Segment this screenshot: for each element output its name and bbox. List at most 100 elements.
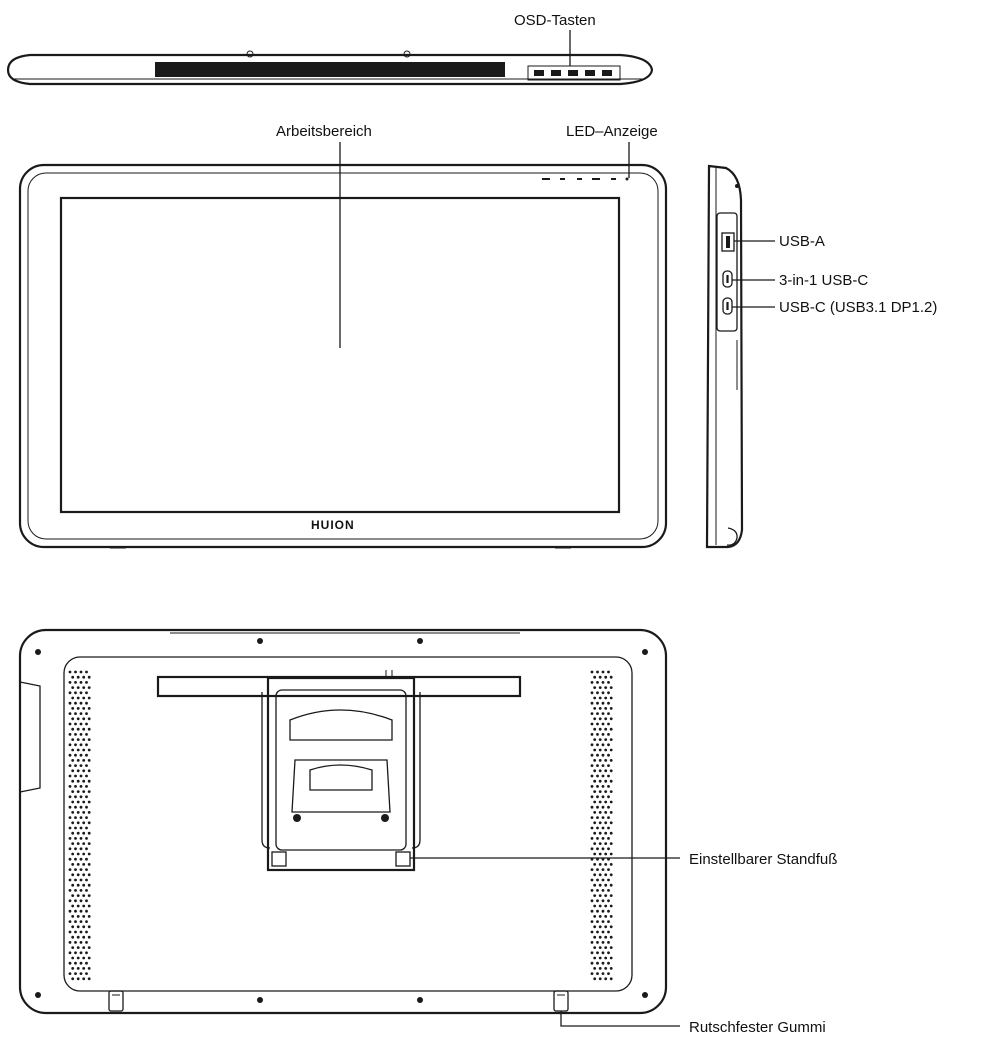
vent-hole: [593, 759, 597, 762]
vent-hole: [593, 873, 597, 877]
label-usb-c-3in1: 3-in-1 USB-C: [779, 272, 868, 289]
vent-hole: [71, 811, 75, 814]
vent-hole: [590, 681, 594, 684]
vent-hole: [607, 909, 610, 913]
vent-hole: [76, 894, 80, 897]
vent-hole: [82, 935, 86, 939]
vent-hole: [593, 800, 597, 804]
vent-hole: [593, 967, 597, 970]
vent-hole: [68, 826, 72, 830]
vent-hole: [596, 930, 599, 934]
vent-hole: [601, 795, 605, 799]
vent-hole: [85, 753, 88, 757]
vent-hole: [593, 686, 597, 689]
vent-hole: [76, 769, 80, 773]
vent-hole: [601, 805, 605, 809]
vent-hole: [596, 816, 599, 819]
side-view: USB-A 3-in-1 USB-C USB-C (USB3.1 DP1.2): [705, 164, 937, 549]
vent-hole: [79, 733, 83, 736]
vent-hole: [74, 930, 77, 934]
vent-hole: [596, 722, 599, 726]
vent-hole: [590, 753, 594, 757]
vent-hole: [598, 779, 602, 783]
vent-hole: [596, 691, 599, 695]
vent-hole: [85, 764, 88, 767]
vent-hole: [87, 863, 91, 866]
vent-hole: [87, 883, 91, 887]
vent-hole: [79, 691, 83, 695]
vent-hole: [71, 707, 75, 710]
vent-hole: [68, 868, 72, 871]
vent-hole: [590, 785, 594, 788]
vent-hole: [596, 951, 599, 955]
vent-hole: [596, 920, 599, 923]
label-rubber-feet: Rutschfester Gummi: [689, 1019, 826, 1036]
vent-hole: [68, 857, 72, 861]
vent-hole: [609, 707, 613, 710]
vent-hole: [79, 857, 83, 861]
vent-hole: [596, 909, 599, 913]
vent-hole: [79, 722, 83, 726]
vent-hole: [604, 873, 608, 877]
vent-hole: [604, 717, 608, 721]
vent-hole: [590, 826, 594, 830]
vent-hole: [593, 956, 597, 960]
vent-hole: [609, 883, 613, 887]
vent-hole: [87, 779, 91, 783]
vent-hole: [76, 852, 80, 856]
vent-hole: [82, 925, 86, 929]
vent-hole: [82, 759, 86, 762]
vent-hole: [79, 899, 83, 903]
vent-hole: [604, 707, 608, 710]
vent-hole: [71, 925, 75, 929]
vent-hole: [74, 868, 77, 871]
vent-hole: [68, 961, 72, 965]
vent-hole: [85, 743, 88, 747]
vent-hole: [87, 946, 91, 949]
vent-hole: [593, 915, 597, 918]
vent-hole: [607, 889, 610, 892]
vent-hole: [601, 743, 605, 747]
vent-hole: [598, 800, 602, 804]
vent-hole: [68, 733, 72, 736]
vent-hole: [82, 852, 86, 856]
vent-hole: [590, 722, 594, 726]
vent-hole: [79, 878, 83, 882]
vent-hole: [85, 722, 88, 726]
vent-hole: [74, 681, 77, 684]
vent-hole: [604, 686, 608, 689]
vent-hole: [596, 941, 599, 944]
vent-hole: [87, 904, 91, 908]
vent-hole: [79, 961, 83, 965]
vent-hole: [601, 733, 605, 736]
vent-hole: [79, 930, 83, 934]
vent-hole: [82, 769, 86, 773]
vent-hole: [598, 686, 602, 689]
vent-hole: [87, 925, 91, 929]
vent-hole: [604, 738, 608, 741]
vent-hole: [82, 842, 86, 845]
top-vent-grille: [155, 62, 505, 77]
vent-hole: [85, 857, 88, 861]
vent-hole: [604, 675, 608, 679]
vent-hole: [604, 821, 608, 825]
vent-hole: [74, 795, 77, 799]
vent-hole: [87, 956, 91, 960]
vent-hole: [601, 670, 605, 674]
vent-hole: [68, 909, 72, 913]
vent-hole: [79, 816, 83, 819]
vent-hole: [609, 956, 613, 960]
vent-hole: [609, 696, 613, 700]
vent-hole: [590, 941, 594, 944]
vent-hole: [598, 675, 602, 679]
vent-hole: [82, 883, 86, 887]
vent-hole: [598, 759, 602, 762]
front-view: HUION Arbeitsbereich LED–Anzeige: [18, 123, 668, 549]
vent-hole: [68, 930, 72, 934]
vent-hole: [71, 759, 75, 762]
vent-hole: [71, 956, 75, 960]
vent-hole: [593, 904, 597, 908]
vent-hole: [79, 805, 83, 809]
vent-hole: [79, 795, 83, 799]
vent-hole: [607, 691, 610, 695]
